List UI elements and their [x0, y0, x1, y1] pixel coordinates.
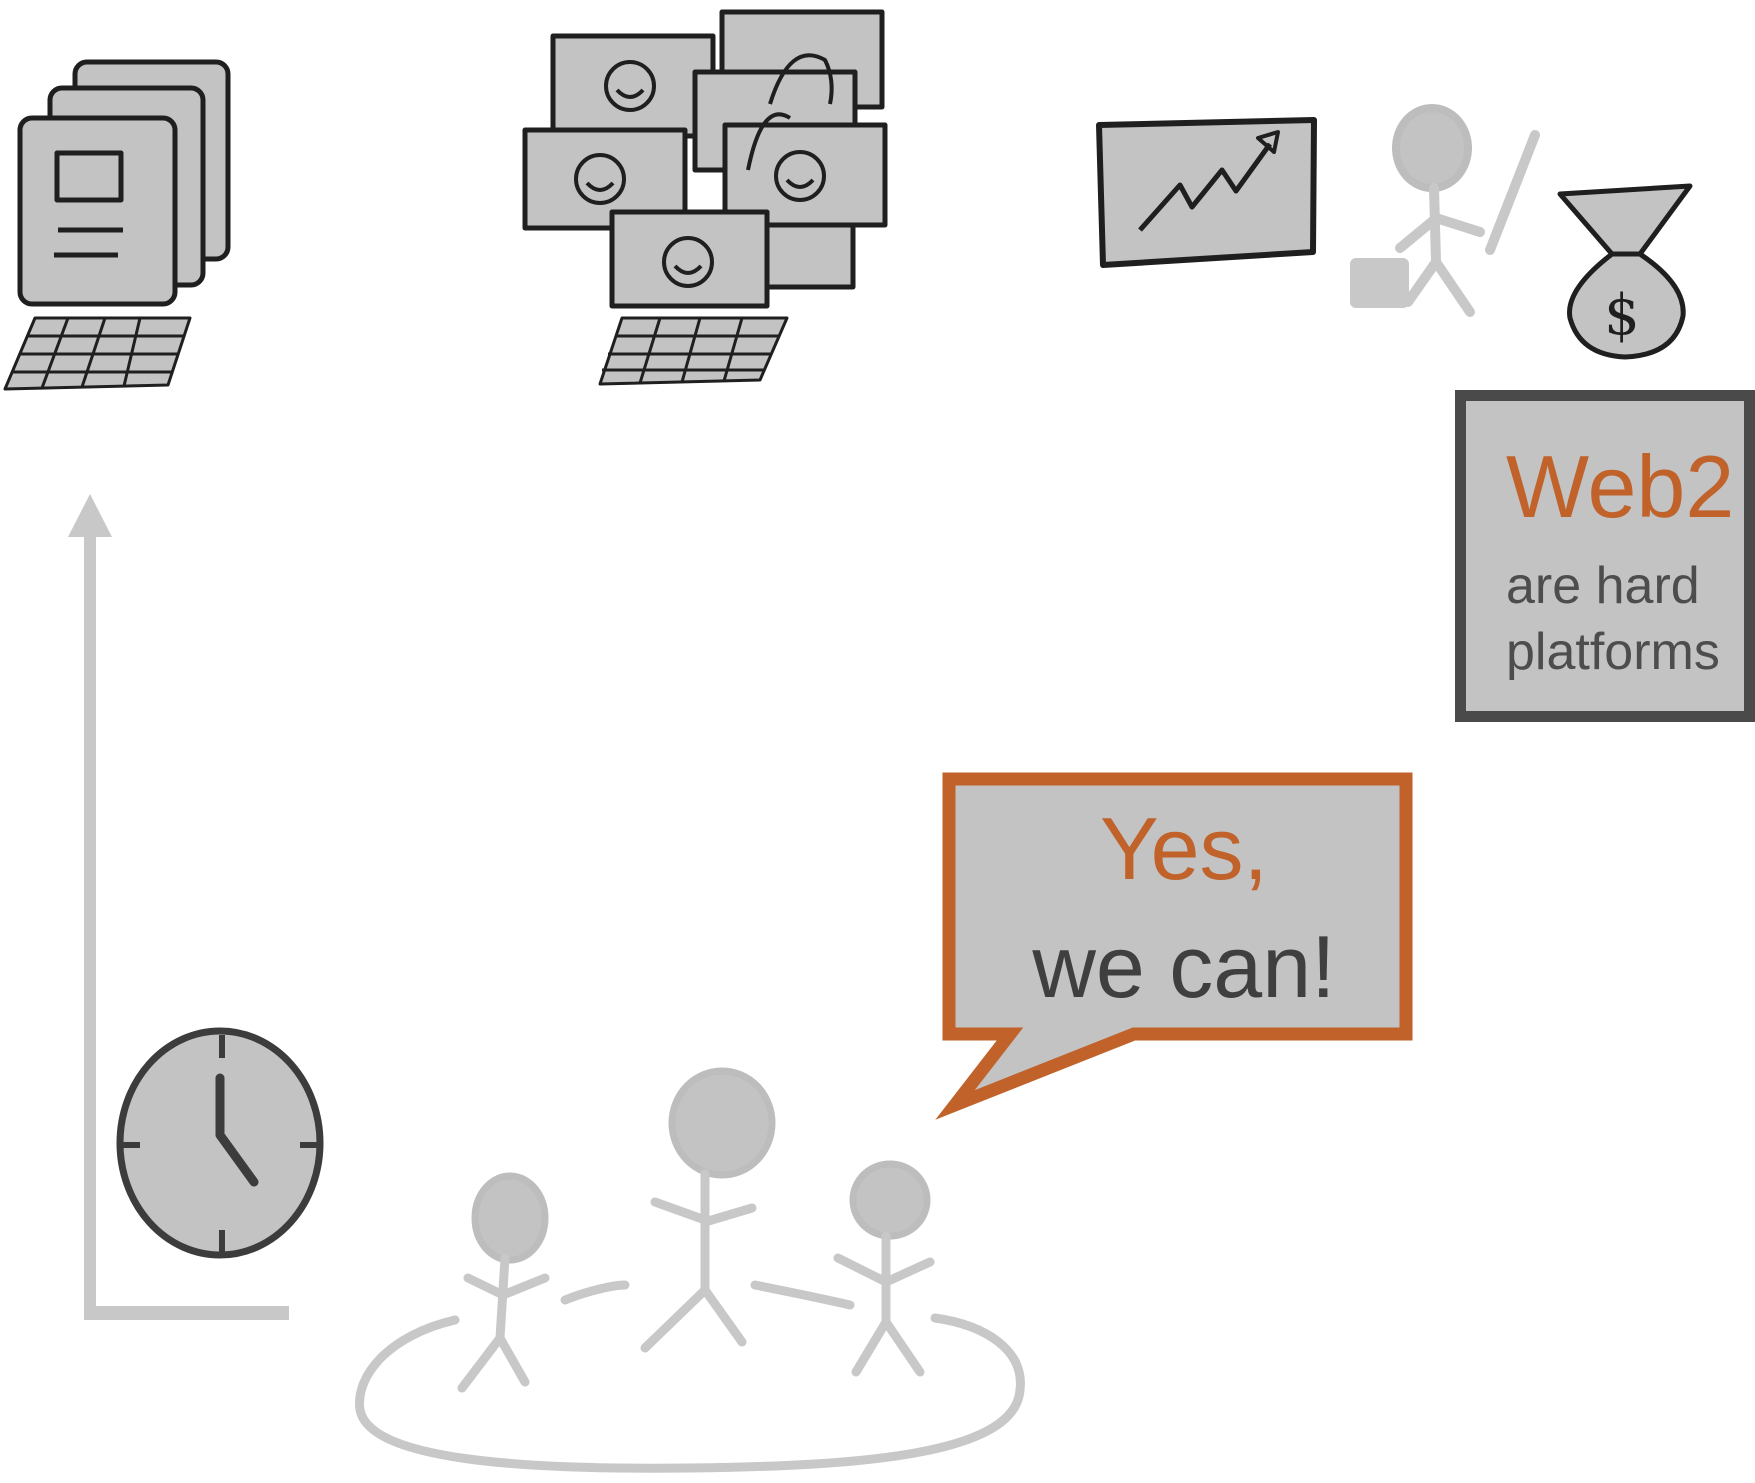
illustration-layer: $ [3, 9, 1693, 1473]
web2-callout-box: Web2 are hard platforms [1455, 390, 1755, 722]
keyboard-icon [3, 316, 192, 391]
clock-icon [116, 1027, 324, 1259]
team-figures-icon [355, 1067, 1025, 1473]
speech-bubble-shape [935, 772, 1413, 1120]
callout-body-line1: are hard [1506, 557, 1700, 615]
keyboard-icon [598, 316, 789, 386]
callout-body-line2: platforms [1506, 623, 1720, 681]
desktop-computer-icon [3, 59, 231, 391]
presenter-figure-icon [1350, 104, 1540, 317]
callout-title: Web2 [1506, 437, 1735, 536]
speech-bubble-line1: Yes, [1099, 799, 1268, 898]
diagram-canvas: $ [3, 9, 1755, 1473]
svg-text:$: $ [1604, 283, 1640, 348]
multi-screen-computer-icon [522, 9, 888, 386]
growth-chart-icon [1096, 117, 1317, 268]
time-axis-arrow [68, 494, 289, 1320]
money-funnel-icon: $ [1557, 183, 1693, 360]
speech-bubble-line2: we can! [1032, 917, 1336, 1016]
speech-bubble-text: Yes, we can! [954, 790, 1414, 1026]
callout-body: are hard platforms [1506, 553, 1720, 685]
